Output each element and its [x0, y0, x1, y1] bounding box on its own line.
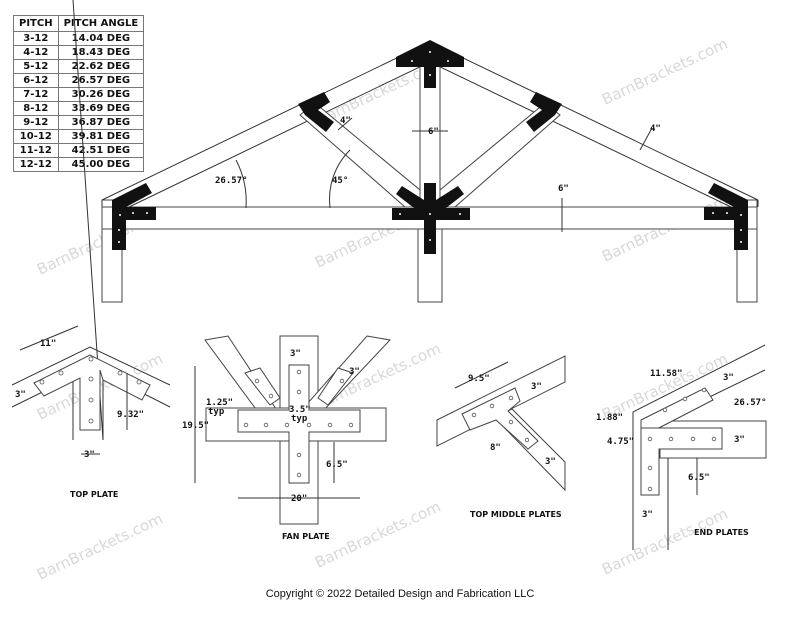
top-middle-length: 9.5" [468, 374, 490, 384]
left-top-middle-plate [298, 92, 334, 132]
top-plate-caption: TOP PLATE [70, 490, 118, 499]
fan-plate-caption: FAN PLATE [282, 532, 330, 541]
end-plate-angle: 26.57° [734, 398, 767, 408]
end-plate-offset: 1.88" [596, 413, 623, 423]
top-middle-leg-length: 8" [490, 443, 501, 453]
top-middle-leg-width: 3" [545, 457, 556, 467]
apex-plate [396, 40, 464, 88]
left-end-plate [112, 183, 156, 250]
end-plate-lower-leg: 6.5" [688, 473, 710, 483]
top-middle-caption: TOP MIDDLE PLATES [470, 510, 562, 519]
top-plate-detail: 11" 3" 9.32" 3" TOP PLATE [11, 0, 171, 499]
fan-plate-brace-width: 3" [349, 367, 360, 377]
brace-width-label: 4" [340, 116, 351, 126]
rafter-width-label: 4" [650, 124, 661, 134]
end-plate-leg-width: 3" [734, 435, 745, 445]
end-plate-width: 3" [723, 373, 734, 383]
fan-plate-edge-offset: 1.25" [206, 398, 233, 408]
top-plate-stem-width: 3" [84, 450, 95, 460]
brace-angle-label: 45° [332, 176, 348, 186]
truss-elevation: 26.57° 45° 4" 6" 4" 6" [101, 40, 759, 303]
copyright-text: Copyright © 2022 Detailed Design and Fab… [265, 588, 535, 600]
watermark: BarnBrackets.com [599, 35, 730, 109]
top-plate-length: 11" [40, 339, 56, 349]
end-plates-caption: END PLATES [694, 528, 749, 537]
right-end-plate [704, 183, 748, 250]
fan-plate-gap: 3.5" [289, 405, 311, 415]
fan-plate [392, 183, 470, 254]
fan-plate-stem-width: 3" [290, 349, 301, 359]
top-middle-plates-detail: 9.5" 3" 8" 3" TOP MIDDLE PLATES [436, 355, 566, 519]
watermark: BarnBrackets.com [312, 498, 443, 572]
end-plate-post-width: 3" [642, 510, 653, 520]
fan-plate-height: 19.5" [182, 421, 209, 431]
top-plate-leg-width: 3" [15, 390, 26, 400]
roof-angle-arc [235, 159, 247, 209]
right-top-middle-plate [526, 92, 562, 132]
pitch-angle-cell: 45.00 DEG [57, 157, 145, 172]
end-plate-height: 4.75" [607, 437, 634, 447]
roof-angle-label: 26.57° [215, 176, 248, 186]
fan-plate-width: 20" [291, 494, 307, 504]
watermarks: BarnBrackets.com BarnBrackets.com BarnBr… [34, 35, 730, 584]
fan-plate-detail: 19.5" 3" 3" 1.25" typ 3.5" typ 6.5" 20" … [182, 335, 392, 541]
end-plates-detail: 11.58" 3" 26.57° 1.88" 4.75" 3" 6.5" 3" … [596, 344, 767, 550]
top-middle-width: 3" [531, 382, 542, 392]
brace-angle-arc [329, 149, 351, 209]
top-plate-stem-length: 9.32" [117, 410, 144, 420]
watermark: BarnBrackets.com [599, 505, 730, 579]
end-plate-length: 11.58" [650, 369, 683, 379]
watermark: BarnBrackets.com [34, 510, 165, 584]
fan-plate-gap-note: typ [291, 414, 308, 424]
chord-width-label: 6" [558, 184, 569, 194]
king-post-width-label: 6" [428, 127, 439, 137]
fan-plate-lower-leg: 6.5" [326, 460, 348, 470]
fan-plate-edge-note: typ [208, 407, 225, 417]
